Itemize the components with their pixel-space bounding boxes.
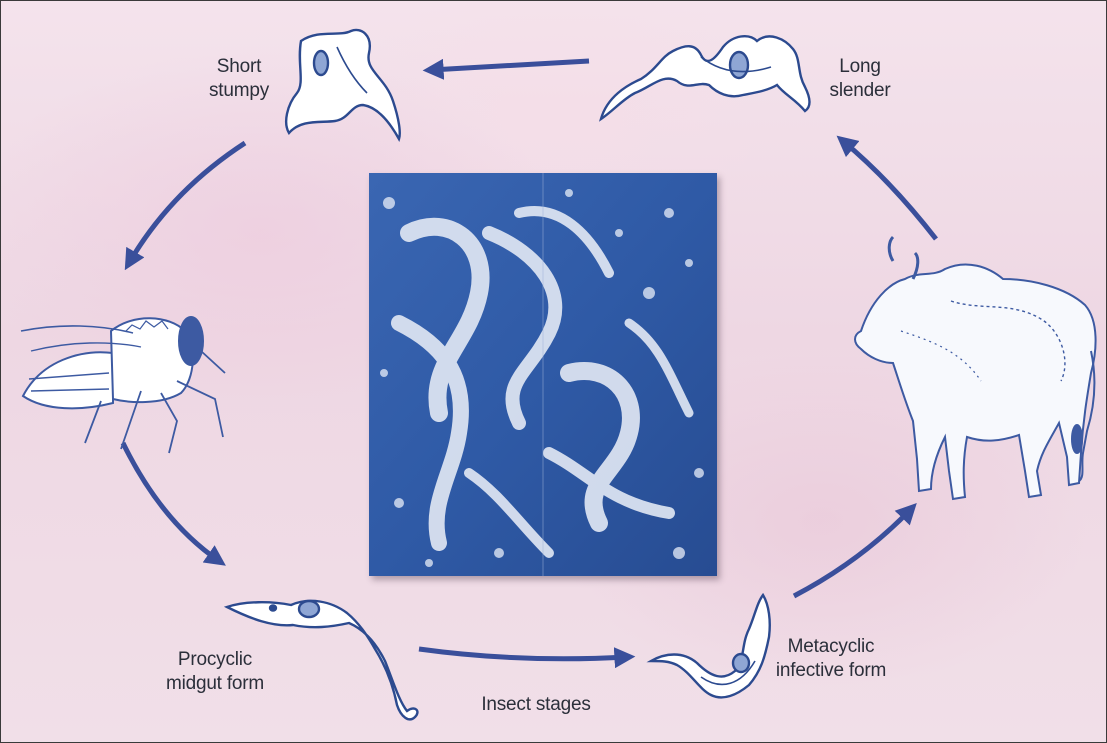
tsetse-fly-icon [21,317,225,453]
long-slender-trypanosome [601,36,810,119]
label-short-stumpy-line2: stumpy [197,79,281,103]
arrow-short-to-fly [129,143,245,263]
arrow-fly-to-procyclic [123,443,219,561]
label-insect-stages: Insect stages [461,693,611,717]
label-long-slender-line2: slender [813,79,907,103]
label-long-slender: Long slender [813,55,907,103]
label-procyclic-line1: Procyclic [149,648,281,672]
arrow-metacyclic-to-cattle [794,509,911,596]
micrograph-image [369,173,717,576]
label-metacyclic-line1: Metacyclic [763,635,899,659]
label-procyclic-line2: midgut form [149,672,281,696]
cow-icon [855,237,1096,499]
label-procyclic: Procyclic midgut form [149,648,281,696]
label-insect-stages-text: Insect stages [461,693,611,717]
short-stumpy-trypanosome [286,30,400,139]
label-metacyclic: Metacyclic infective form [763,635,899,683]
arrow-cattle-to-long [843,141,936,239]
arrow-long-to-short [431,61,589,70]
metacyclic-trypanosome [651,595,770,697]
arrow-procyclic-to-metacyclic [419,649,627,659]
label-short-stumpy-line1: Short [197,55,281,79]
label-metacyclic-line2: infective form [763,659,899,683]
label-short-stumpy: Short stumpy [197,55,281,103]
label-long-slender-line1: Long [813,55,907,79]
